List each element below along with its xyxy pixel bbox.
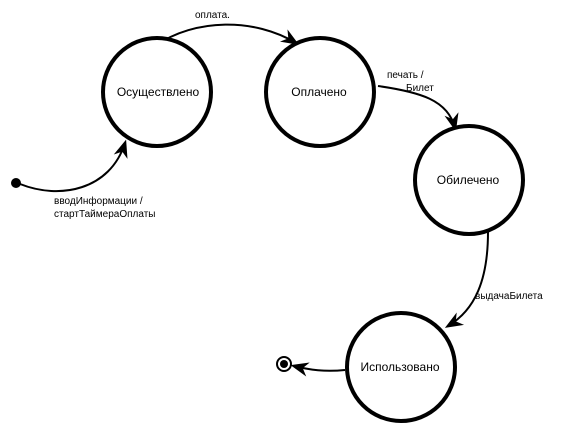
state-obilecheno: Обилечено bbox=[413, 124, 525, 236]
transition-ispolzovano-to-final bbox=[290, 362, 346, 377]
edge-label-vvod-line1: вводИнформации / bbox=[54, 195, 143, 207]
state-osushchestvleno: Осуществлено bbox=[101, 36, 213, 148]
edge-label-pechat-line2: Билет bbox=[406, 83, 434, 94]
edge-label-oplata: оплата. bbox=[195, 10, 230, 21]
initial-state bbox=[11, 178, 21, 188]
transition-obilecheno-to-ispolzovano bbox=[444, 231, 489, 328]
final-state bbox=[276, 356, 292, 372]
state-oplacheno: Оплачено bbox=[264, 36, 376, 148]
transition-initial-to-osushchestvleno bbox=[19, 139, 128, 192]
edge-label-pechat-line1: печать / bbox=[387, 70, 424, 81]
state-ispolzovano: Использовано bbox=[345, 311, 457, 423]
state-label-ispolzovano: Использовано bbox=[360, 360, 439, 374]
edge-label-vydacha: выдачаБилета bbox=[475, 291, 543, 302]
transition-oplacheno-to-obilecheno bbox=[377, 85, 459, 132]
state-label-oplacheno: Оплачено bbox=[291, 85, 347, 99]
edge-label-vvod-line2: стартТаймераОплаты bbox=[54, 209, 155, 220]
state-label-obilecheno: Обилечено bbox=[437, 173, 500, 187]
state-label-osushchestvleno: Осуществлено bbox=[117, 85, 200, 99]
